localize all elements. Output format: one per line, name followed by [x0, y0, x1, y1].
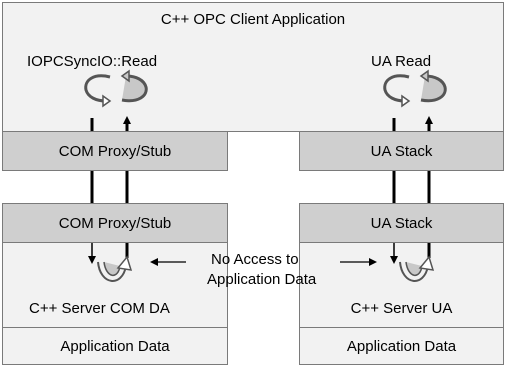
right-server-layer [299, 203, 504, 243]
left-server-turn-icon [97, 255, 133, 282]
right-call-label: UA Read [371, 53, 432, 70]
client-application-block [2, 2, 504, 132]
right-sync-cycle-icon [383, 69, 447, 108]
client-application-title: C++ OPC Client Application [160, 11, 346, 28]
left-server-layer-label: COM Proxy/Stub [58, 215, 172, 232]
client-left-layer [2, 131, 228, 171]
client-right-layer-label: UA Stack [370, 143, 433, 160]
left-sync-cycle-icon [84, 69, 148, 108]
left-application-data [2, 327, 228, 365]
no-access-note-line1: No Access to [211, 251, 299, 268]
client-left-layer-label: COM Proxy/Stub [58, 143, 172, 160]
right-server-turn-icon [399, 255, 435, 282]
left-call-label: IOPCSyncIO::Read [27, 53, 158, 70]
left-application-data-label: Application Data [60, 338, 170, 355]
client-notch [228, 131, 299, 172]
right-server-body [299, 242, 504, 328]
right-server-layer-label: UA Stack [370, 215, 433, 232]
right-application-data-label: Application Data [346, 338, 457, 355]
right-server-name: C++ Server UA [350, 300, 453, 317]
left-server-name: C++ Server COM DA [29, 300, 170, 317]
client-right-layer [299, 131, 504, 171]
right-application-data [299, 327, 504, 365]
left-server-layer [2, 203, 228, 243]
left-server-body [2, 242, 228, 328]
no-access-note-line2: Application Data [207, 271, 317, 288]
